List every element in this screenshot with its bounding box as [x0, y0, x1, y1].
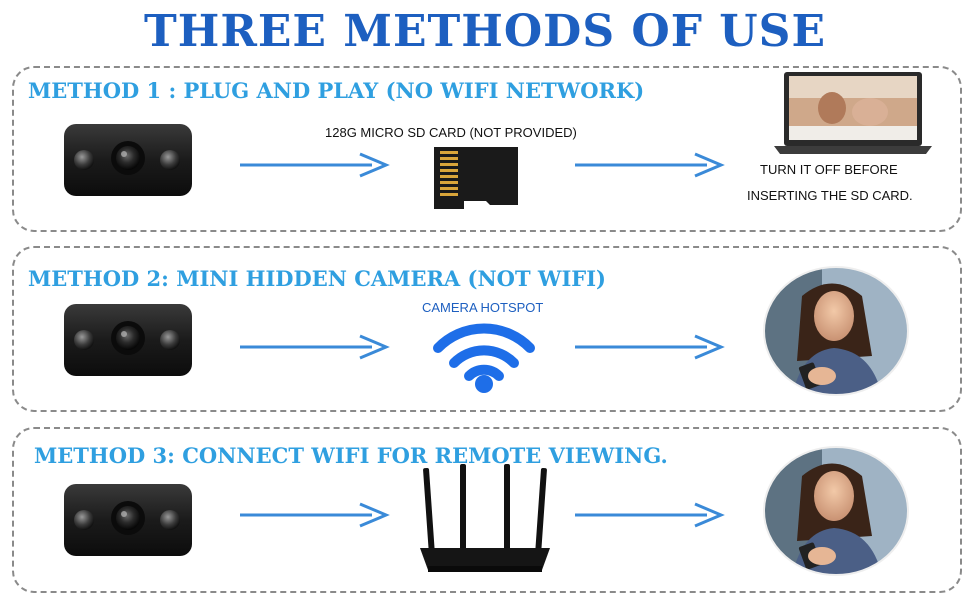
arrow-right-icon [575, 334, 725, 360]
arrow-right-icon [575, 502, 725, 528]
micro-sd-card-icon [434, 147, 518, 209]
method-1-panel: METHOD 1 : PLUG AND PLAY (NO WIFI NETWOR… [12, 66, 962, 232]
method-1-heading: METHOD 1 : PLUG AND PLAY (NO WIFI NETWOR… [28, 78, 645, 103]
mini-camera-icon [64, 124, 192, 196]
arrow-right-icon [575, 152, 725, 178]
method-3-heading: METHOD 3: CONNECT WIFI FOR REMOTE VIEWIN… [34, 443, 668, 468]
sd-warning-line-1: TURN IT OFF BEFORE [760, 162, 898, 177]
sd-warning-line-2: INSERTING THE SD CARD. [747, 188, 913, 203]
mini-camera-icon [64, 304, 192, 376]
method-2-heading: METHOD 2: MINI HIDDEN CAMERA (NOT WIFI) [28, 266, 606, 291]
arrow-right-icon [240, 334, 390, 360]
arrow-right-icon [240, 502, 390, 528]
person-with-phone-photo [763, 446, 909, 576]
method-3-panel: METHOD 3: CONNECT WIFI FOR REMOTE VIEWIN… [12, 427, 962, 593]
person-with-phone-photo [763, 266, 909, 396]
page-title: THREE METHODS OF USE [144, 6, 826, 57]
camera-hotspot-caption: CAMERA HOTSPOT [422, 300, 544, 315]
arrow-right-icon [240, 152, 390, 178]
mini-camera-icon [64, 484, 192, 556]
sd-card-caption: 128G MICRO SD CARD (NOT PROVIDED) [325, 125, 577, 140]
method-2-panel: METHOD 2: MINI HIDDEN CAMERA (NOT WIFI) [12, 246, 962, 412]
wifi-hotspot-icon [433, 323, 535, 393]
router-icon [420, 464, 550, 572]
laptop-icon [774, 72, 932, 154]
